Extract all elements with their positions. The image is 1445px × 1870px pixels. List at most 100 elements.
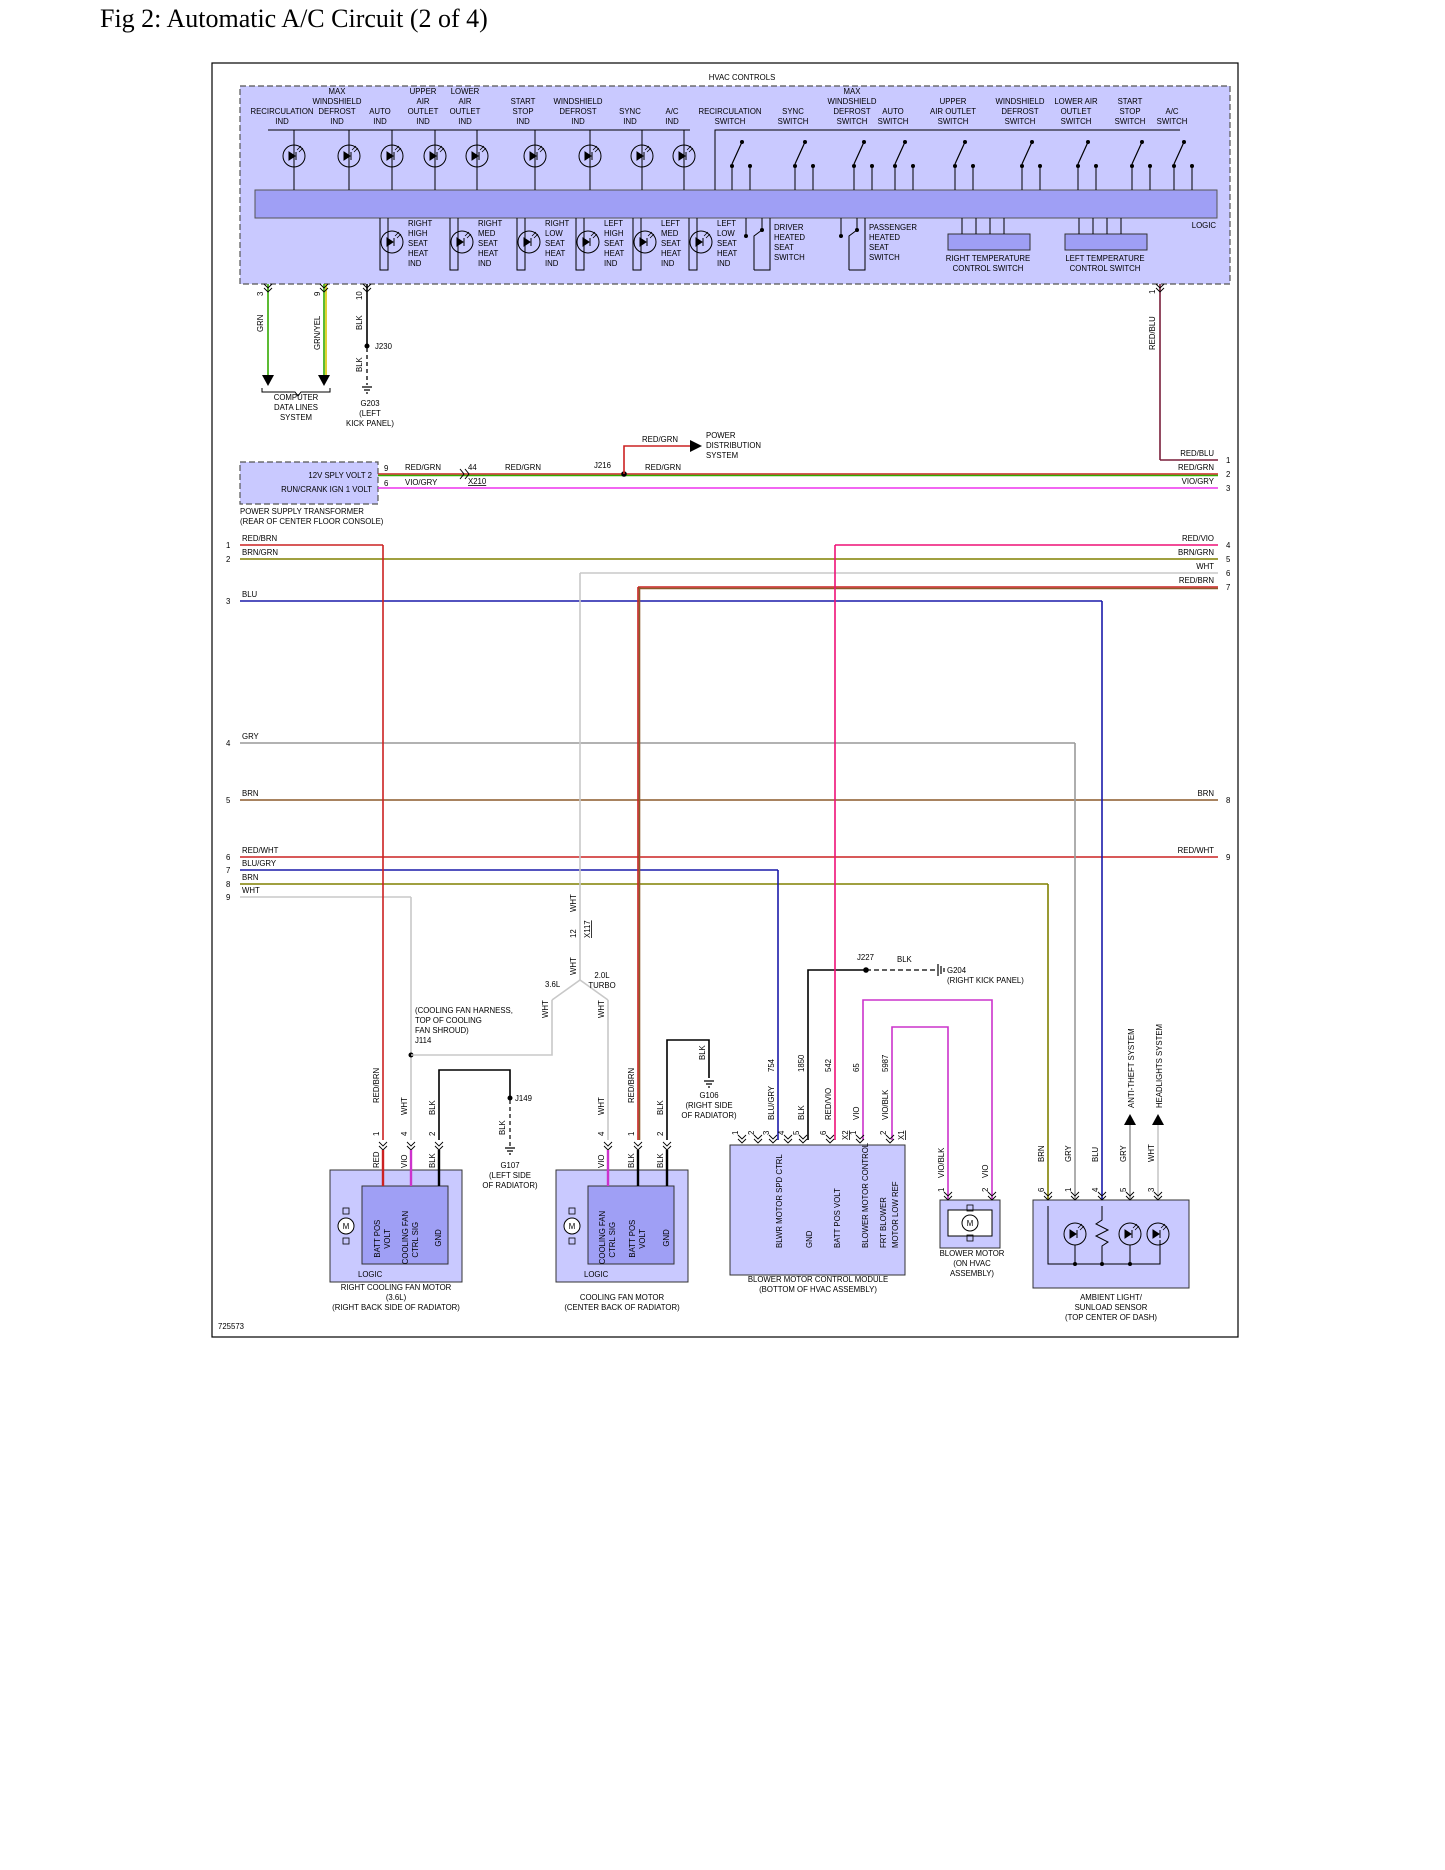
ground-icon	[937, 964, 945, 976]
switch-icon	[793, 140, 815, 190]
splice-dot	[364, 343, 370, 349]
splice-dot	[1100, 1262, 1104, 1266]
pin-terminal	[987, 1191, 997, 1201]
pin-terminal	[1153, 1191, 1163, 1201]
component-inner-label: BATT POS	[373, 1220, 382, 1258]
pin-terminal	[603, 1141, 613, 1151]
component-inner-label: COOLING FAN	[401, 1211, 410, 1264]
component-inner-label: BLOWER MOTOR CONTROL	[861, 1142, 870, 1248]
motor-icon: M	[961, 1204, 979, 1242]
component-wire: BLK	[656, 1099, 665, 1115]
component-inner-label: MOTOR LOW REF	[891, 1181, 900, 1248]
led-icon	[465, 144, 489, 168]
g204-wire-blk: BLK	[897, 955, 913, 964]
right-offpage-pin: 9	[1226, 853, 1230, 862]
led-icon	[423, 144, 447, 168]
connector-x117: X117	[583, 920, 592, 938]
pin-terminal	[798, 1134, 808, 1144]
arrow-icon	[318, 375, 330, 386]
led-icon	[689, 230, 713, 254]
component-wire: BLU/GRY	[767, 1085, 776, 1120]
pin-terminal	[406, 1141, 416, 1151]
right-offpage-pin: 7	[1226, 583, 1230, 592]
hvac-output-wires	[261, 284, 1218, 461]
wire-blk-2: BLK	[355, 356, 364, 372]
pin-terminal	[1097, 1191, 1107, 1201]
wire-grnyel: GRN/YEL	[313, 315, 322, 350]
arrow-icon	[1152, 1114, 1164, 1125]
switch-icon	[852, 140, 874, 190]
switch-icon	[1172, 140, 1194, 190]
engine-36l: 3.6L	[545, 980, 561, 989]
left-offpage-connectors: RED/BRN1BRN/GRN2BLU3GRY4BRN5RED/WHT6BLU/…	[226, 534, 279, 902]
component-pin: 4	[597, 1131, 606, 1136]
component-inner-label: COOLING FAN	[598, 1211, 607, 1264]
component-name: COOLING FAN MOTOR(CENTER BACK OF RADIATO…	[564, 1293, 680, 1312]
pin-terminal	[825, 1134, 835, 1144]
page-title: Fig 2: Automatic A/C Circuit (2 of 4)	[100, 4, 488, 33]
component-pin: 5	[1119, 1187, 1128, 1192]
wire-wht-b: WHT	[569, 957, 578, 975]
switch-icon	[953, 140, 975, 190]
component-inner-label: FRT BLOWER	[879, 1197, 888, 1248]
left-offpage-wire-label: GRY	[242, 732, 260, 741]
anti-theft-system: ANTI-THEFT SYSTEM	[1127, 1028, 1136, 1108]
component-inner-label: VOLT	[383, 1229, 392, 1249]
component-wire: WHT	[597, 1097, 606, 1115]
right-offpage-pin: 5	[1226, 555, 1231, 564]
component-logic-label: LOGIC	[358, 1270, 383, 1279]
left-offpage-pin: 5	[226, 796, 231, 805]
splice-dot	[1128, 1262, 1132, 1266]
led-icon	[380, 144, 404, 168]
component-wire-color: BLK	[428, 1152, 437, 1168]
led-icon	[672, 144, 696, 168]
component-wire: BLU	[1091, 1146, 1100, 1162]
ps-pin-9: 9	[384, 464, 388, 473]
component-wire-color: VIO	[400, 1155, 409, 1168]
pin-terminal	[885, 1134, 895, 1144]
component-inner-label: GND	[662, 1229, 671, 1247]
pin-terminal	[753, 1134, 763, 1144]
wire-wht-d: WHT	[597, 1000, 606, 1018]
resistor-icon	[1094, 1206, 1110, 1264]
right-offpage-pin: 8	[1226, 796, 1230, 805]
component-pin: 5	[792, 1130, 801, 1135]
circuit-number: 542	[824, 1059, 833, 1072]
left-offpage-pin: 9	[226, 893, 230, 902]
component-wire: WHT	[400, 1097, 409, 1115]
pin-9: 9	[313, 292, 322, 296]
svg-text:M: M	[569, 1222, 576, 1231]
component-name: RIGHT COOLING FAN MOTOR(3.6L)(RIGHT BACK…	[332, 1283, 460, 1312]
component-wire: RED/BRN	[372, 1068, 381, 1103]
connector-x2: X2	[841, 1130, 850, 1140]
component-inner-label: GND	[805, 1230, 814, 1248]
ps-line-1: 12V SPLY VOLT 2	[308, 471, 372, 480]
right-offpage-wire-label: WHT	[1196, 562, 1214, 571]
left-offpage-wire-label: BLU/GRY	[242, 859, 277, 868]
component-wire-color: RED	[372, 1151, 381, 1168]
component-pin: 2	[879, 1131, 888, 1135]
right-offpage-wire-label: VIO/GRY	[1182, 477, 1215, 486]
pin-1: 1	[1148, 290, 1157, 294]
wire-wht-c: WHT	[541, 1000, 550, 1018]
wire-redblu: RED/BLU	[1148, 316, 1157, 350]
pin-terminal	[1070, 1191, 1080, 1201]
component-pin: 1	[1064, 1188, 1073, 1192]
led-icon	[380, 230, 404, 254]
